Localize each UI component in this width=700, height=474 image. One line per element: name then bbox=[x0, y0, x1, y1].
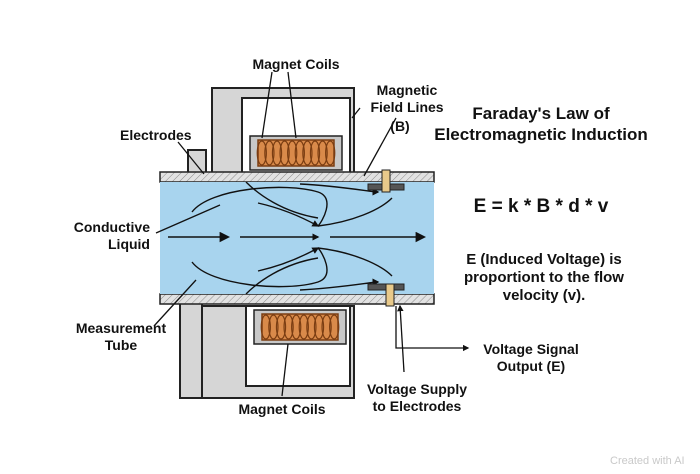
coil-winding bbox=[287, 140, 298, 166]
law-description: E (Induced Voltage) is proportiont to th… bbox=[464, 251, 624, 304]
voltage-supply-label: Voltage Supply to Electrodes bbox=[366, 381, 468, 414]
voltage-signal-label: Voltage Signal Output (E) bbox=[483, 341, 579, 374]
b-symbol-label: (B) bbox=[390, 118, 410, 134]
law-title: Faraday's Law of Electromagnetic Inducti… bbox=[434, 104, 648, 144]
magnetic-field-lines-label: Magnetic Field Lines bbox=[370, 82, 444, 115]
coil-winding bbox=[313, 314, 325, 340]
bottom-coil bbox=[260, 313, 340, 341]
leader-lines bbox=[153, 71, 470, 397]
coil-winding bbox=[260, 314, 271, 340]
pipe-top-wall bbox=[159, 171, 435, 183]
conductive-liquid-label: Conductive Liquid bbox=[73, 219, 150, 252]
coil-winding bbox=[321, 314, 332, 340]
top-coil bbox=[256, 139, 336, 167]
lower-left-wall bbox=[179, 299, 203, 399]
magnet-coils-bottom-label: Magnet Coils bbox=[238, 401, 326, 417]
coil-winding bbox=[268, 314, 279, 340]
law-equation: E = k * B * d * v bbox=[473, 196, 609, 217]
coil-winding bbox=[309, 140, 321, 166]
coil-winding bbox=[317, 140, 328, 166]
coil-winding bbox=[306, 314, 317, 340]
coil-winding bbox=[329, 314, 340, 340]
upper-left-flange bbox=[187, 149, 207, 175]
coil-winding bbox=[256, 140, 267, 166]
bottom-electrode bbox=[367, 283, 405, 307]
coil-winding bbox=[264, 140, 275, 166]
top-electrode bbox=[367, 169, 405, 193]
magnet-coils-top-label: Magnet Coils bbox=[252, 56, 340, 72]
coil-winding bbox=[298, 314, 309, 340]
coil-winding bbox=[271, 140, 283, 166]
watermark: Created with AI bbox=[610, 455, 685, 467]
coil-winding bbox=[279, 140, 290, 166]
coil-winding bbox=[302, 140, 313, 166]
coil-winding bbox=[275, 314, 287, 340]
measurement-tube-label: Measurement Tube bbox=[75, 320, 167, 353]
coil-winding bbox=[291, 314, 302, 340]
conductive-liquid-area bbox=[160, 182, 434, 294]
magnetic-field-lines bbox=[191, 181, 393, 295]
electrodes-label: Electrodes bbox=[120, 127, 192, 143]
coil-winding bbox=[294, 140, 305, 166]
coil-winding bbox=[283, 314, 294, 340]
coil-winding bbox=[325, 140, 336, 166]
